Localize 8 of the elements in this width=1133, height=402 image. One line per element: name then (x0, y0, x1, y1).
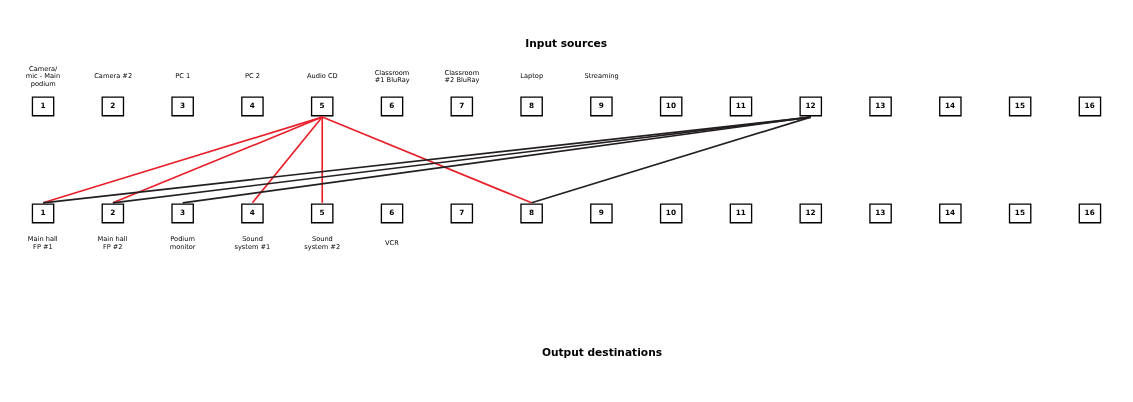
connector (530, 115, 812, 204)
diagram-title: Input sources (525, 36, 608, 50)
caption: Output destinations (541, 345, 663, 359)
connector (321, 115, 324, 204)
connector (321, 115, 533, 204)
connector (42, 115, 324, 204)
connector (251, 115, 324, 204)
connector (112, 115, 324, 204)
